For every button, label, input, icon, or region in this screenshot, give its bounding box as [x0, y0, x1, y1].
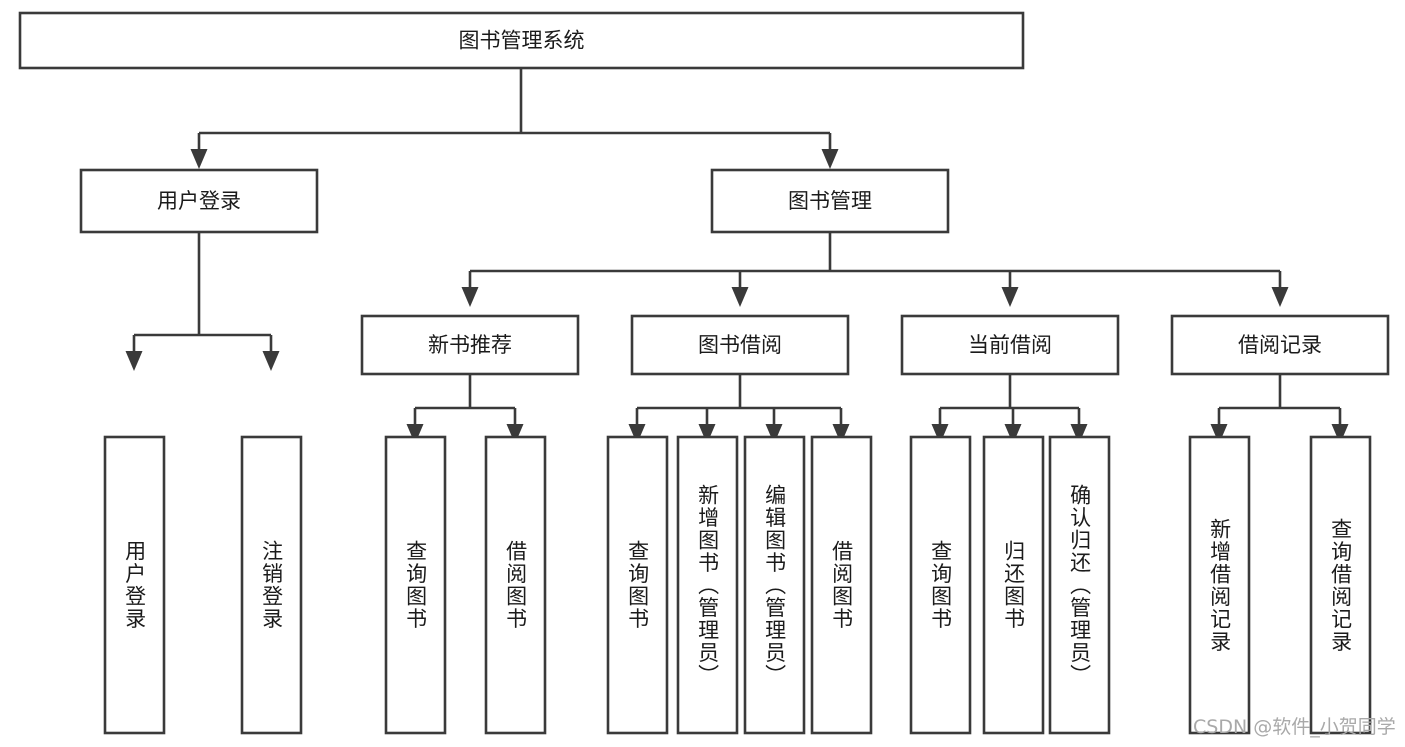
node-box-current-borrow[interactable]	[900, 314, 1120, 376]
node-box-root[interactable]	[18, 11, 1025, 70]
arrow-icon-root_to_level2-0	[190, 149, 208, 169]
node-label-book-borrow: 图书借阅	[698, 333, 782, 357]
arrow-icon-book_manage_to_level3-1	[731, 287, 749, 307]
arrow-icon-current_borrow_to_leaves-1	[1004, 424, 1022, 444]
node-box-leaf-query-book-1[interactable]	[384, 435, 447, 735]
arrow-icon-user_login_to_leaves-0	[125, 351, 143, 371]
node-box-leaf-return-book[interactable]	[982, 435, 1045, 735]
node-label-current-borrow: 当前借阅	[968, 333, 1052, 357]
csdn-watermark: CSDN @软件_小贺同学	[1193, 716, 1396, 738]
connector-layer	[125, 68, 1349, 444]
node-box-leaf-logout[interactable]	[240, 435, 303, 735]
arrow-icon-book_borrow_to_leaves-3	[832, 424, 850, 444]
node-box-leaf-user-login[interactable]	[103, 435, 166, 735]
arrow-icon-book_borrow_to_leaves-2	[765, 424, 783, 444]
arrow-icon-book_borrow_to_leaves-0	[628, 424, 646, 444]
arrow-icon-user_login_to_leaves-1	[262, 351, 280, 371]
node-box-leaf-edit-book[interactable]	[743, 435, 806, 735]
node-box-leaf-confirm-return[interactable]	[1048, 435, 1111, 735]
node-box-leaf-add-borrow-record[interactable]	[1188, 435, 1251, 735]
node-label-new-book-recommend: 新书推荐	[428, 333, 512, 357]
arrow-icon-book_manage_to_level3-0	[461, 287, 479, 307]
arrow-icon-new_book_to_leaves-1	[506, 424, 524, 444]
node-label-book-manage: 图书管理	[788, 189, 872, 213]
arrow-icon-new_book_to_leaves-0	[406, 424, 424, 444]
arrow-icon-current_borrow_to_leaves-0	[931, 424, 949, 444]
node-box-leaf-query-book-2[interactable]	[606, 435, 669, 735]
arrow-icon-borrow_record_to_leaves-0	[1210, 424, 1228, 444]
arrow-icon-book_manage_to_level3-2	[1001, 287, 1019, 307]
node-label-user-login: 用户登录	[157, 189, 241, 213]
node-label-borrow-record: 借阅记录	[1238, 333, 1322, 357]
arrow-icon-book_borrow_to_leaves-1	[698, 424, 716, 444]
node-box-leaf-add-book[interactable]	[676, 435, 739, 735]
node-box-borrow-record[interactable]	[1170, 314, 1390, 376]
node-box-leaf-query-borrow-record[interactable]	[1309, 435, 1372, 735]
arrow-icon-borrow_record_to_leaves-1	[1331, 424, 1349, 444]
node-box-leaf-borrow-book-1[interactable]	[484, 435, 547, 735]
node-box-leaf-borrow-book-2[interactable]	[810, 435, 873, 735]
node-box-leaf-query-book-3[interactable]	[909, 435, 972, 735]
node-label-root: 图书管理系统	[459, 29, 585, 53]
node-box-user-login[interactable]	[79, 168, 319, 234]
node-box-book-borrow[interactable]	[630, 314, 850, 376]
arrow-icon-current_borrow_to_leaves-2	[1070, 424, 1088, 444]
node-box-layer	[18, 11, 1390, 735]
node-box-new-book-recommend[interactable]	[360, 314, 580, 376]
node-box-book-manage[interactable]	[710, 168, 950, 234]
arrow-icon-book_manage_to_level3-3	[1271, 287, 1289, 307]
arrow-icon-root_to_level2-1	[821, 149, 839, 169]
